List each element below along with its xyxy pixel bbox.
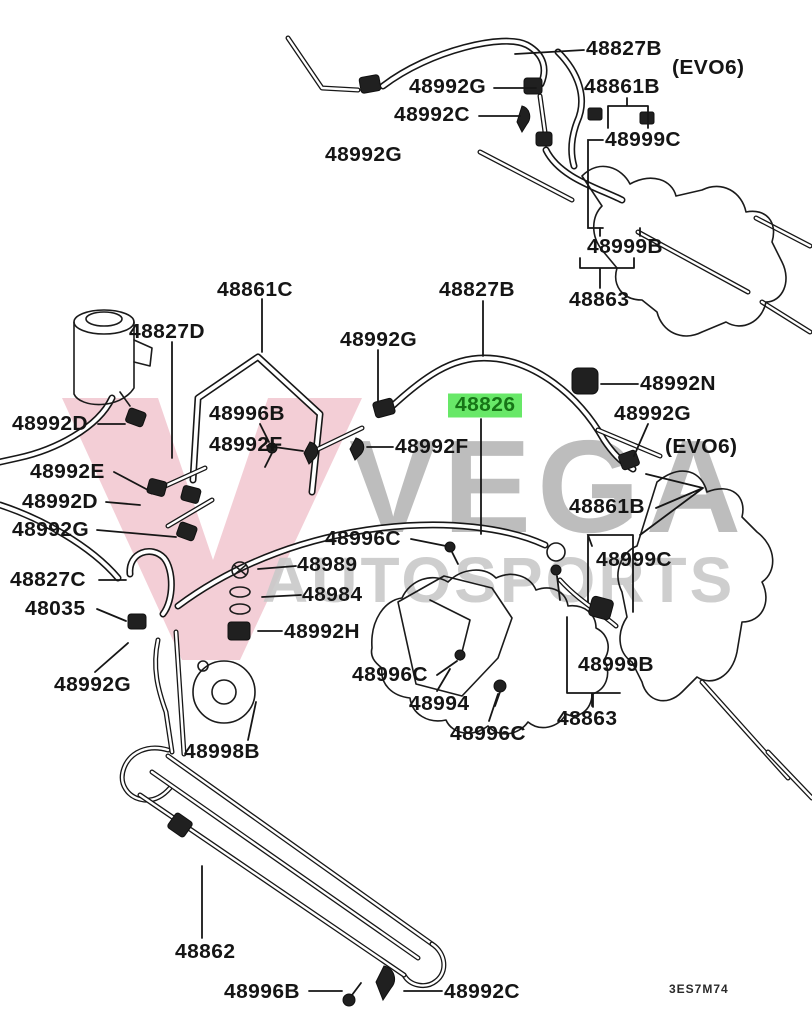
part-label-highlighted[interactable]: 48826 <box>448 393 523 418</box>
watermark: VEGA AUTOSPORTS <box>62 398 747 660</box>
watermark-brand-text: VEGA <box>349 413 747 560</box>
hose-lines <box>0 35 812 989</box>
component-outlines <box>73 165 787 735</box>
watermark-v-mark <box>62 398 362 660</box>
watermark-subbrand-text: AUTOSPORTS <box>262 544 735 616</box>
leader-lines <box>94 49 704 992</box>
